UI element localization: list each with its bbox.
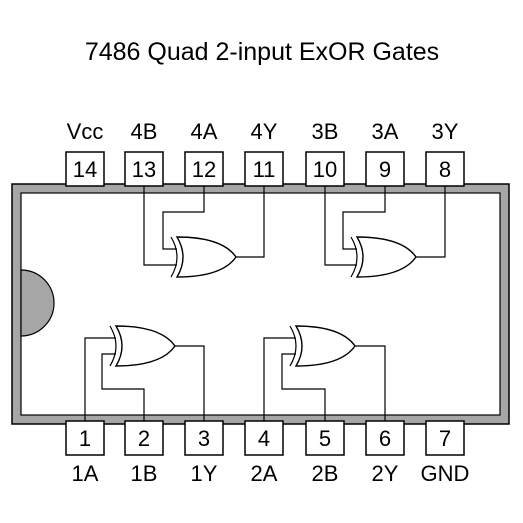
- pin-12-number: 12: [192, 157, 216, 182]
- pin-2: 2 1B: [124, 420, 164, 486]
- gate-2-wire-out: [355, 345, 386, 421]
- gate-1-wire-in-b: [101, 353, 145, 421]
- pin-3-box: [184, 420, 224, 456]
- pin-11: 4Y 11: [244, 119, 284, 187]
- ic-package: [11, 183, 510, 425]
- pin-3-label: 1Y: [191, 461, 218, 486]
- pin-7: 7 GND: [421, 420, 470, 486]
- top-pin-row: Vcc 14 4B 13 4A 12 4Y 11 3B 10 3A 9: [65, 119, 465, 187]
- pin-10-number: 10: [313, 157, 337, 182]
- pin-2-box: [124, 420, 164, 456]
- pin-2-label: 1B: [131, 461, 158, 486]
- pin-3-number: 3: [198, 426, 210, 451]
- pin-6-label: 2Y: [372, 461, 399, 486]
- pin-1: 1 1A: [65, 420, 105, 486]
- pin-2-number: 2: [138, 426, 150, 451]
- gate-3-wire-in-b: [324, 186, 357, 266]
- pin-5-label: 2B: [312, 461, 339, 486]
- package-inner: [20, 192, 501, 416]
- pin-9-label: 3A: [372, 119, 399, 144]
- pin-14-label: Vcc: [67, 119, 104, 144]
- gate-3-wire-out: [416, 186, 446, 258]
- pin-5: 5 2B: [305, 420, 345, 486]
- pin-13: 4B 13: [124, 119, 164, 187]
- bottom-pin-row: 1 1A 2 1B 3 1Y 4 2A 5 2B 6 2Y: [65, 420, 470, 486]
- pin-5-box: [305, 420, 345, 456]
- xor-gate-3: [324, 186, 446, 278]
- gate-3-wire-in-a: [342, 186, 386, 250]
- pin-13-label: 4B: [131, 119, 158, 144]
- pin-7-box: [425, 420, 465, 456]
- gate-4-xor-input-arc: [170, 236, 178, 278]
- gate-3-xor-body: [355, 236, 417, 278]
- gate-2-xor-input-arc: [289, 325, 297, 367]
- gate-1-xor-input-arc: [109, 325, 117, 367]
- xor-gate-4: [143, 186, 265, 278]
- pin-7-label: GND: [421, 461, 470, 486]
- diagram-title: 7486 Quad 2-input ExOR Gates: [85, 38, 439, 66]
- gate-1-wire-in-a: [84, 337, 116, 421]
- pin-13-box: [124, 151, 164, 187]
- pin-12-label: 4A: [191, 119, 218, 144]
- pin-10-box: [305, 151, 345, 187]
- gate-2-xor-body: [294, 325, 356, 367]
- gate-4-wire-in-b: [143, 186, 177, 266]
- xor-gate-2: [263, 325, 386, 421]
- gate-4-xor-body: [175, 236, 237, 278]
- pin-12: 4A 12: [184, 119, 224, 187]
- pin-11-number: 11: [253, 157, 276, 182]
- gate-2-wire-in-a: [263, 337, 296, 421]
- pin-9-number: 9: [379, 157, 391, 182]
- pin-6: 6 2Y: [365, 420, 405, 486]
- orientation-notch: [20, 269, 55, 337]
- pin-9-box: [365, 151, 405, 187]
- pin-14-box: [65, 151, 105, 187]
- pin-4: 4 2A: [244, 420, 284, 486]
- pin-1-label: 1A: [72, 461, 99, 486]
- gate-4-wire-out: [236, 186, 265, 258]
- pin-6-box: [365, 420, 405, 456]
- pin-6-number: 6: [379, 426, 391, 451]
- pin-4-number: 4: [258, 426, 270, 451]
- pin-13-number: 13: [132, 157, 156, 182]
- pin-3: 3 1Y: [184, 420, 224, 486]
- gate-2-wire-in-b: [281, 353, 326, 421]
- pin-1-number: 1: [79, 426, 91, 451]
- gate-1-xor-body: [114, 325, 176, 367]
- pin-4-box: [244, 420, 284, 456]
- gate-3-xor-input-arc: [350, 236, 358, 278]
- pin-14-number: 14: [73, 157, 97, 182]
- pin-4-label: 2A: [251, 461, 278, 486]
- pin-14: Vcc 14: [65, 119, 105, 187]
- pin-10: 3B 10: [305, 119, 345, 187]
- pin-8: 3Y 8: [425, 119, 465, 187]
- gate-4-wire-in-a: [162, 186, 205, 250]
- pin-8-number: 8: [439, 157, 451, 182]
- pin-9: 3A 9: [365, 119, 405, 187]
- xor-gate-1: [84, 325, 205, 421]
- pin-5-number: 5: [319, 426, 331, 451]
- pin-7-number: 7: [439, 426, 451, 451]
- gate-1-wire-out: [175, 345, 205, 421]
- pin-8-label: 3Y: [432, 119, 459, 144]
- pin-10-label: 3B: [312, 119, 339, 144]
- pin-1-box: [65, 420, 105, 456]
- pin-12-box: [184, 151, 224, 187]
- pin-11-label: 4Y: [251, 119, 278, 144]
